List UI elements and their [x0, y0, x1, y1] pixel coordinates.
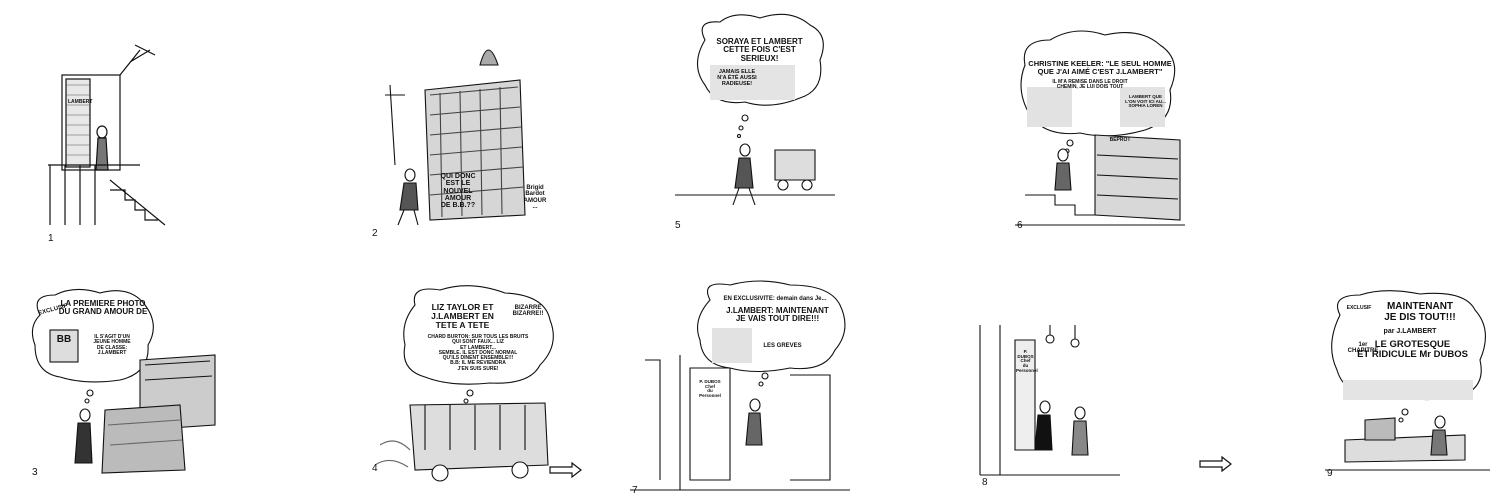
right-arrow-icon: [1198, 455, 1233, 473]
comic-panel-4: LIZ TAYLOR ET J.LAMBERT EN TETE A TETE B…: [370, 285, 560, 485]
newspaper-subheadline: IL S'AGIT D'UN JEUNE HOMME DE CLASSE: J.…: [93, 334, 131, 356]
panel-5-drawing: [675, 13, 835, 206]
newspaper-headline-2: LE GROTESQUE ET RIDICULE Mr DUBOS: [1357, 339, 1468, 360]
panel-8-drawing: [979, 325, 1120, 476]
panel-7-drawing: [630, 280, 850, 491]
panel-9-drawing: [1325, 290, 1490, 471]
office-door-plate: P. DUBOS Chef du Personnel: [699, 379, 721, 399]
comic-panel-1: LAMBERT 1: [40, 40, 180, 244]
panel-1-drawing: [48, 44, 166, 226]
newspaper-headline: J.LAMBERT: MAINTENANT JE VAIS TOUT DIRE!…: [726, 306, 829, 324]
chapter-label: 1er CHAPITRE: [1347, 342, 1379, 355]
newspaper-body: CHARD BURTON: SUR TOUS LES BRUITS QUI SO…: [427, 334, 529, 372]
panel-2-drawing: [385, 49, 526, 226]
panel-number: 8: [982, 477, 988, 488]
office-door-plate: P. DUBOS Chef du Personnel: [1016, 349, 1038, 373]
newspaper-headline: LIZ TAYLOR ET J.LAMBERT EN TETE A TETE: [431, 302, 494, 330]
panel-number: 9: [1327, 468, 1333, 479]
panel-number: 5: [675, 220, 681, 231]
newspaper-side-headline: BIZARRE BIZARRE!!: [512, 305, 544, 318]
panel-3-drawing: [31, 288, 216, 474]
newspaper-headline: SORAYA ET LAMBERT CETTE FOIS C'EST SERIE…: [716, 37, 803, 63]
comic-panel-2: QUI DONC EST LE NOUVEL AMOUR DE B.B.?? B…: [370, 35, 560, 240]
newspaper-banner: EN EXCLUSIVITE: demain dans Je...: [723, 296, 827, 302]
newspaper-headline: LA PREMIERE PHOTO DU GRAND AMOUR DE: [58, 299, 148, 317]
panel-number: 2: [372, 228, 378, 239]
newspaper-subheadline: IL M'A REMISE DANS LE DROIT CHEMIN, JE L…: [1052, 79, 1128, 91]
poster-sign-1: QUI DONC EST LE NOUVEL AMOUR DE B.B.??: [440, 173, 476, 210]
panel-number: 1: [48, 233, 54, 244]
panel-number: 4: [372, 463, 378, 474]
panel-number: 3: [32, 467, 38, 478]
comic-panel-3: EXCLUSIF LA PREMIERE PHOTO DU GRAND AMOU…: [30, 285, 220, 485]
panel-4-drawing: [374, 285, 554, 482]
right-arrow-icon: [548, 461, 583, 479]
panel-6-drawing: [1015, 30, 1185, 226]
panel-number: 7: [632, 485, 638, 496]
comic-panel-5: SORAYA ET LAMBERT CETTE FOIS C'EST SERIE…: [675, 10, 835, 235]
newspaper-headline: CHRISTINE KEELER: "LE SEUL HOMME QUE J'A…: [1028, 59, 1172, 76]
newspaper-subheadline: JAMAIS ELLE N'A ÉTÉ AUSSI RADIEUSE!: [717, 69, 757, 87]
comic-panel-9: EXCLUSIF MAINTENANT JE DIS TOUT!!! par J…: [1325, 290, 1490, 485]
newspaper-greves: LES GREVES: [763, 343, 802, 349]
exclusif-tag: EXCLUSIF: [1346, 305, 1372, 311]
door-name-plate: LAMBERT: [68, 99, 93, 105]
comic-panel-7: EN EXCLUSIVITE: demain dans Je... J.LAMB…: [630, 280, 850, 496]
comic-panel-6: CHRISTINE KEELER: "LE SEUL HOMME QUE J'A…: [1015, 25, 1185, 235]
newspaper-headline: MAINTENANT JE DIS TOUT!!!: [1384, 301, 1456, 323]
panel-number: 6: [1017, 220, 1023, 231]
byline: par J.LAMBERT: [1383, 328, 1437, 335]
poster-sign-2: Brigid Bardot AMOUR ...: [523, 185, 547, 210]
comic-panel-8: P. DUBOS Chef du Personnel 8: [979, 325, 1120, 490]
bb-label: BB: [56, 334, 72, 345]
newspaper-side-column: LAMBERT QUE L'ON VOIT ICI AU... SOPHIA L…: [1125, 94, 1166, 109]
shop-sign: BEPROT: [1109, 137, 1131, 143]
